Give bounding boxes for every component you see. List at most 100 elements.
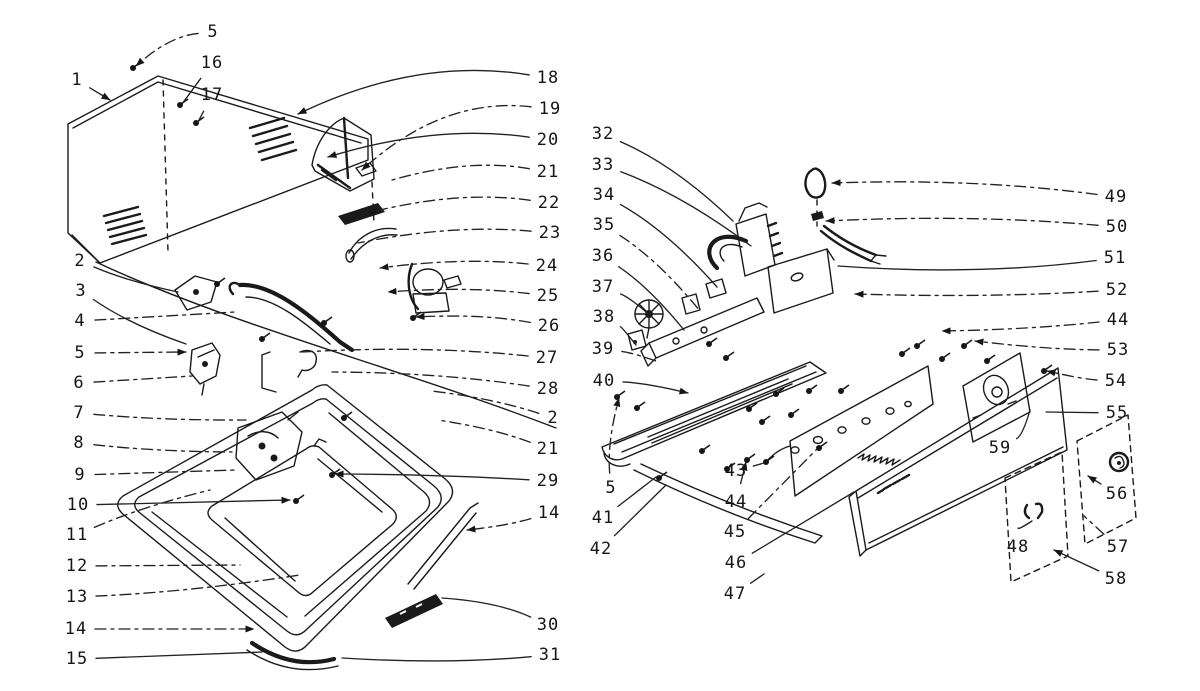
leader-line-39 bbox=[621, 350, 660, 363]
wire-harness bbox=[819, 224, 887, 265]
leader-line-50 bbox=[825, 217, 1099, 226]
callout-48: 48 bbox=[1007, 537, 1029, 557]
callout-56: 56 bbox=[1106, 484, 1128, 504]
leader-line-14 bbox=[466, 517, 532, 533]
leader-line-54 bbox=[1046, 369, 1098, 381]
retainer-strip bbox=[338, 203, 385, 225]
leader-line-7 bbox=[93, 413, 247, 421]
end-cap-right bbox=[1076, 414, 1137, 545]
leader-line-48 bbox=[1017, 520, 1033, 530]
callout-41: 41 bbox=[592, 508, 614, 528]
leader-line-55 bbox=[1045, 411, 1099, 414]
pivot-bracket bbox=[174, 275, 218, 311]
callout-47: 47 bbox=[724, 584, 746, 604]
callout-25: 25 bbox=[537, 286, 559, 306]
leader-line-52 bbox=[854, 290, 1099, 298]
callout-58: 58 bbox=[1105, 569, 1127, 589]
callout-29: 29 bbox=[537, 471, 559, 491]
callout-35: 35 bbox=[593, 215, 615, 235]
leader-line-12 bbox=[95, 564, 241, 567]
callout-16: 16 bbox=[201, 53, 223, 73]
side-trim bbox=[407, 502, 479, 590]
console-mount-bracket bbox=[640, 297, 765, 367]
callout-14: 14 bbox=[538, 503, 560, 523]
leader-line-42 bbox=[613, 484, 667, 537]
leader-line-8 bbox=[93, 444, 233, 453]
leader-line-21 bbox=[437, 419, 531, 443]
leader-line-41 bbox=[617, 476, 657, 508]
callout-39: 39 bbox=[592, 339, 614, 359]
leader-line-9 bbox=[94, 469, 237, 476]
callout-9: 9 bbox=[74, 465, 85, 485]
switch-bracket bbox=[627, 329, 647, 351]
callout-45: 45 bbox=[724, 522, 746, 542]
leader-line-10 bbox=[96, 496, 291, 506]
leader-line-28 bbox=[331, 371, 530, 387]
leader-line-58 bbox=[1053, 549, 1100, 572]
leader-line-44 bbox=[941, 321, 1100, 335]
callout-59: 59 bbox=[989, 438, 1011, 458]
leader-line-18 bbox=[297, 69, 530, 115]
leader-line-2 bbox=[93, 266, 179, 293]
leader-line-27 bbox=[301, 348, 529, 357]
callout-5: 5 bbox=[74, 343, 85, 363]
lid-latch bbox=[189, 342, 221, 396]
clip-part bbox=[1023, 502, 1044, 520]
leader-line-53 bbox=[974, 338, 1100, 351]
leader-line-6 bbox=[93, 375, 193, 383]
lid bbox=[207, 438, 397, 597]
callout-8: 8 bbox=[73, 433, 84, 453]
console-lower-trim bbox=[633, 463, 823, 544]
leader-line-44 bbox=[739, 461, 748, 485]
vent-grille-upper bbox=[248, 116, 298, 162]
panel-markings bbox=[876, 473, 911, 495]
callout-2: 2 bbox=[74, 251, 85, 271]
callout-51: 51 bbox=[1104, 248, 1126, 268]
leader-line-22 bbox=[367, 196, 531, 215]
callout-57: 57 bbox=[1107, 537, 1129, 557]
callout-21: 21 bbox=[537, 439, 559, 459]
callout-4: 4 bbox=[74, 311, 85, 331]
leader-line-2 bbox=[431, 390, 540, 414]
cabinet-edge bbox=[95, 261, 557, 429]
callout-46: 46 bbox=[725, 553, 747, 573]
rear-access-panel bbox=[67, 75, 369, 264]
callout-14: 14 bbox=[65, 619, 87, 639]
mounting-plate bbox=[767, 248, 835, 314]
leader-line-3 bbox=[92, 298, 187, 345]
mixing-valve bbox=[407, 262, 462, 314]
harness-loop bbox=[707, 234, 749, 271]
callout-13: 13 bbox=[66, 587, 88, 607]
callout-22: 22 bbox=[538, 193, 560, 213]
callout-32: 32 bbox=[592, 124, 614, 144]
leader-line-33 bbox=[620, 171, 752, 247]
callout-36: 36 bbox=[592, 246, 614, 266]
leader-line-4 bbox=[94, 311, 236, 321]
callout-5: 5 bbox=[605, 478, 616, 498]
callout-5: 5 bbox=[207, 22, 218, 42]
trim-strip bbox=[385, 594, 443, 628]
leader-line-20 bbox=[327, 132, 530, 158]
hinge-bracket bbox=[235, 411, 303, 481]
leader-line-30 bbox=[441, 597, 532, 618]
leader-line-24 bbox=[379, 260, 529, 271]
callout-11: 11 bbox=[66, 525, 88, 545]
leader-line-38 bbox=[619, 326, 637, 346]
callout-15: 15 bbox=[66, 649, 88, 669]
callout-21: 21 bbox=[537, 162, 559, 182]
leader-line-47 bbox=[749, 573, 765, 584]
callout-17: 17 bbox=[201, 85, 223, 105]
leader-line-23 bbox=[357, 228, 532, 244]
callout-7: 7 bbox=[73, 403, 84, 423]
leader-line-26 bbox=[415, 313, 531, 324]
callout-38: 38 bbox=[593, 307, 615, 327]
control-panel bbox=[789, 365, 934, 497]
leader-line-29 bbox=[334, 470, 530, 481]
switches bbox=[681, 278, 727, 315]
console-base bbox=[601, 361, 827, 467]
callout-27: 27 bbox=[536, 348, 558, 368]
leader-line-51 bbox=[837, 259, 1097, 271]
leader-line-56 bbox=[1087, 475, 1102, 485]
leader-line-46 bbox=[751, 491, 855, 554]
